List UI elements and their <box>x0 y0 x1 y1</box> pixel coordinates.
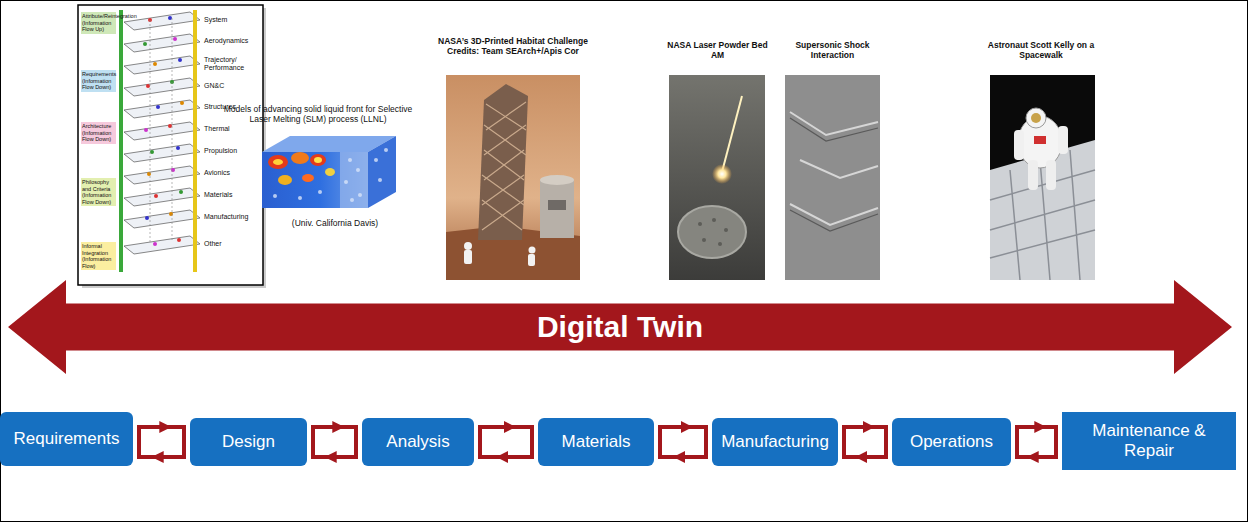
discipline-label: Thermal <box>204 125 261 133</box>
discipline-label: Avionics <box>204 169 261 177</box>
stage-box: Requirements <box>0 412 133 466</box>
cycle-connector <box>1017 427 1056 457</box>
discipline-label: Structures <box>204 103 261 111</box>
image-caption: NASA Laser Powder Bed AM <box>660 40 775 60</box>
arrow-outline <box>8 280 1232 374</box>
bracket-arrow <box>860 427 886 457</box>
flow-label: Requirements (Information Flow Down) <box>81 70 116 92</box>
bracket-arrow <box>313 427 340 457</box>
bracket-arrow <box>157 427 185 457</box>
stage-name: Design <box>217 432 280 452</box>
bracket-arrow <box>501 427 532 457</box>
image-caption: Models of advancing solid liquid front f… <box>212 104 424 124</box>
stage-box: Analysis <box>362 418 474 466</box>
digital-twin-arrow: Digital Twin <box>8 280 1232 374</box>
bracket-arrow <box>139 427 167 457</box>
stage-box: Maintenance & Repair <box>1062 412 1236 470</box>
stage-box: Design <box>190 418 307 466</box>
image-caption: NASA’s 3D-Printed Habitat Challenge Cred… <box>430 36 596 56</box>
bracket-arrow <box>480 427 511 457</box>
bracket-arrow <box>844 427 870 457</box>
stage-box: Materials <box>538 418 654 466</box>
image-credit: (Univ. California Davis) <box>270 218 400 228</box>
flow-label: Philosophy and Criteria (Information Flo… <box>81 178 116 206</box>
bracket-arrow <box>1032 427 1057 457</box>
cycle-connector <box>660 427 706 457</box>
discipline-label: Materials <box>204 191 261 199</box>
discipline-label: Trajectory/ Performance <box>204 56 261 73</box>
flow-label: Attribute/Reintegration (Information Flo… <box>81 12 116 34</box>
bracket-arrow <box>660 427 688 457</box>
image-caption: Supersonic Shock Interaction <box>780 40 885 60</box>
stage-name: Materials <box>557 432 636 452</box>
discipline-label: Aerodynamics <box>204 37 261 45</box>
flow-label: Architecture (Information Flow Down) <box>81 122 116 144</box>
image-caption: Astronaut Scott Kelly on a Spacewalk <box>968 40 1114 60</box>
stage-name: Analysis <box>381 432 454 452</box>
cycle-connector <box>844 427 886 457</box>
bracket-arrow <box>1017 427 1042 457</box>
discipline-label: Manufacturing <box>204 213 261 221</box>
discipline-label: Other <box>204 240 261 248</box>
discipline-label: System <box>204 16 261 24</box>
discipline-label: GN&C <box>204 82 261 90</box>
stage-name: Requirements <box>9 429 125 449</box>
cycle-connector <box>480 427 532 457</box>
stage-box: Operations <box>892 418 1011 466</box>
arrow-title: Digital Twin <box>537 310 703 344</box>
stage-name: Manufacturing <box>716 432 834 452</box>
discipline-label: Propulsion <box>204 147 261 155</box>
stage-name: Operations <box>905 432 998 452</box>
flow-label: Informal Integration (Information Flow) <box>81 242 116 270</box>
stage-box: Manufacturing <box>712 418 838 466</box>
bracket-arrow <box>678 427 706 457</box>
cycle-connector <box>313 427 356 457</box>
cycle-connector <box>139 427 184 457</box>
stage-name: Maintenance & Repair <box>1062 421 1236 460</box>
bracket-arrow <box>330 427 357 457</box>
